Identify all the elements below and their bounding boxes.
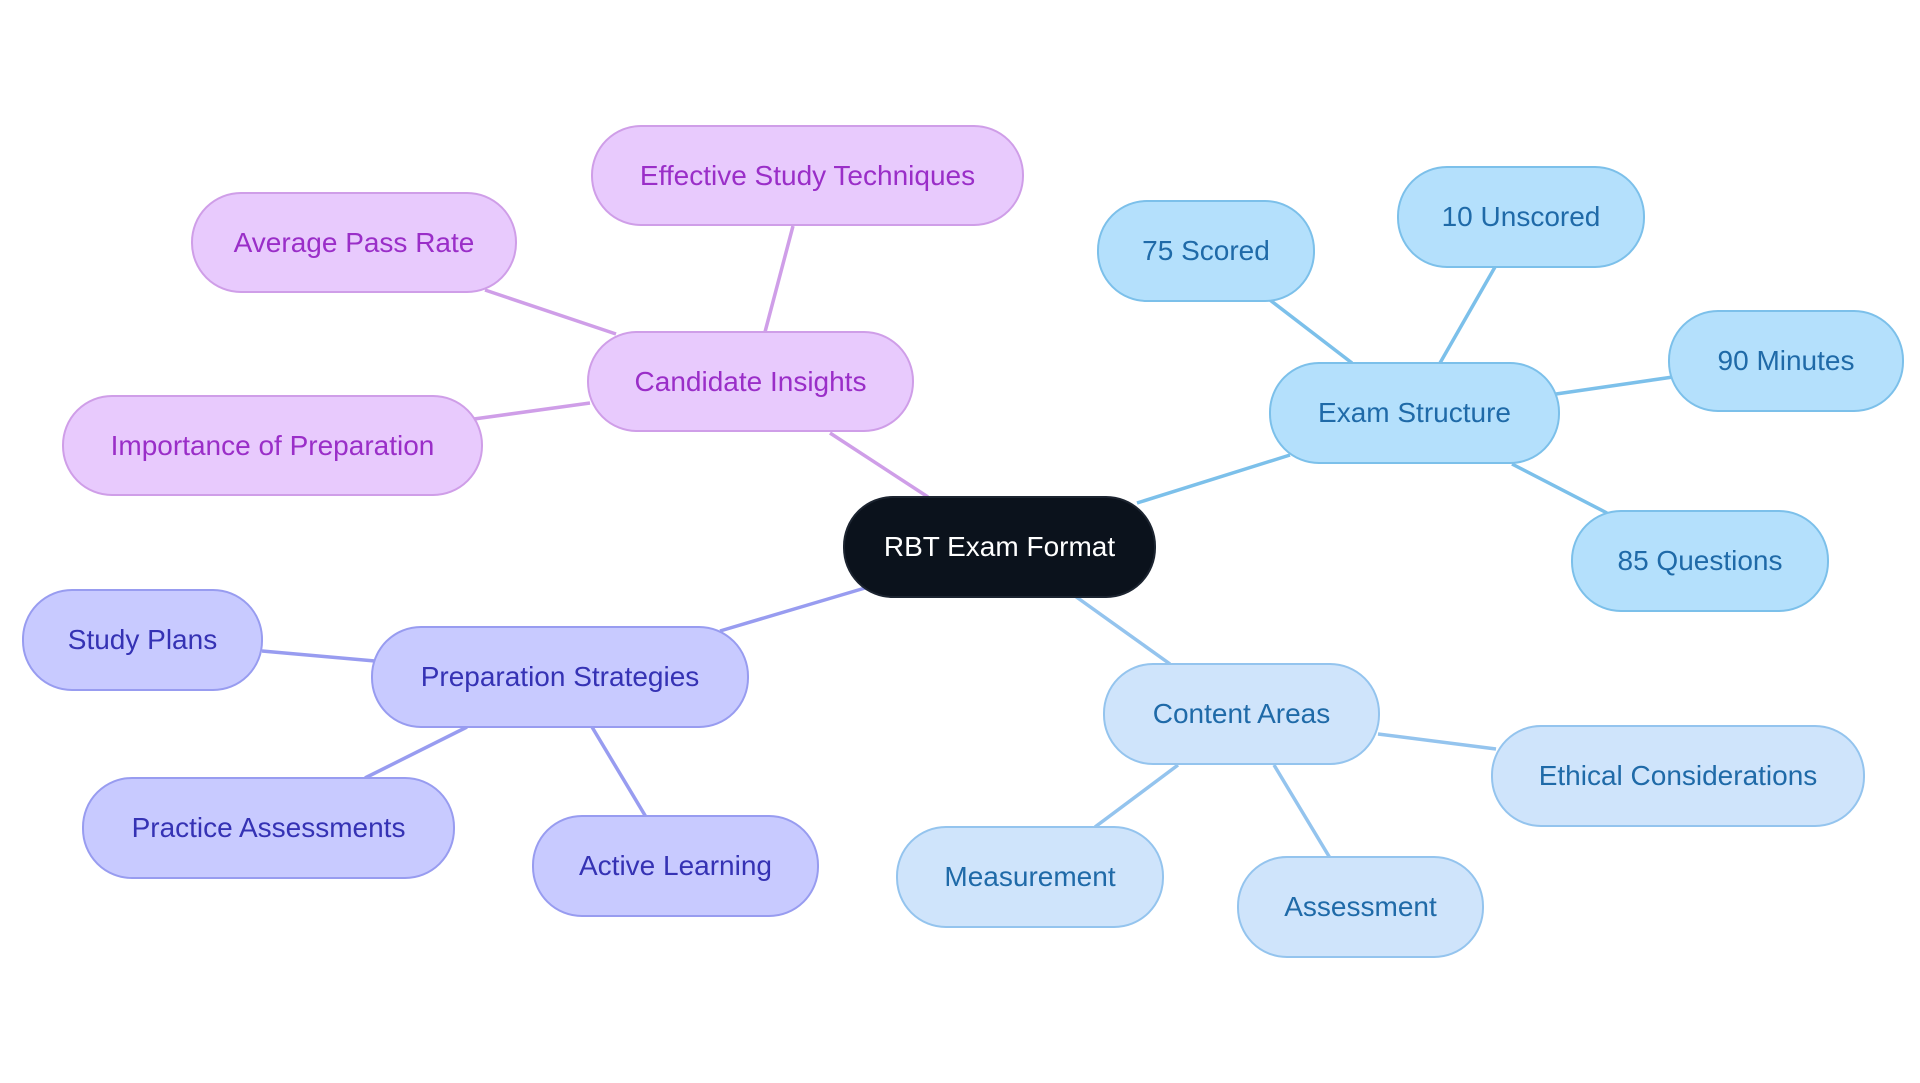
leaf-node-importance-of-preparation[interactable]: Importance of Preparation — [62, 395, 483, 496]
branch-node-candidate-insights[interactable]: Candidate Insights — [587, 331, 914, 432]
leaf-node-10-unscored[interactable]: 10 Unscored — [1397, 166, 1645, 268]
branch-node-label: Exam Structure — [1318, 397, 1511, 428]
branch-node-label: Content Areas — [1152, 698, 1331, 729]
leaf-node-label: 10 Unscored — [1441, 201, 1601, 232]
leaf-node-label: Measurement — [944, 861, 1116, 892]
branch-node-label: Candidate Insights — [634, 365, 867, 397]
edge-exam-10-unscored — [1438, 266, 1497, 364]
leaf-node-85-questions[interactable]: 85 Questions — [1571, 510, 1829, 612]
leaf-node-practice-assessments[interactable]: Practice Assessments — [82, 777, 455, 879]
leaf-node-effective-study-techniques[interactable]: Effective Study Techniques — [591, 125, 1024, 226]
edge-content-ethical — [1377, 732, 1497, 751]
edge-candidate-importance — [473, 401, 591, 421]
branch-node-content-areas[interactable]: Content Areas — [1103, 663, 1380, 765]
edge-candidate-average-pass — [484, 288, 617, 336]
branch-node-label: Preparation Strategies — [420, 661, 700, 692]
leaf-node-label: Average Pass Rate — [233, 226, 475, 258]
edge-center-candidate-insights — [829, 431, 929, 499]
edge-prep-active-learning — [590, 726, 648, 818]
leaf-node-active-learning[interactable]: Active Learning — [532, 815, 819, 917]
leaf-node-ethical-considerations[interactable]: Ethical Considerations — [1491, 725, 1865, 827]
edge-center-exam-structure — [1136, 453, 1291, 505]
edge-content-assessment — [1272, 764, 1332, 859]
branch-node-exam-structure[interactable]: Exam Structure — [1269, 362, 1560, 464]
leaf-node-assessment[interactable]: Assessment — [1237, 856, 1484, 958]
leaf-node-label: Study Plans — [67, 624, 218, 655]
edge-prep-study-plans — [261, 649, 376, 663]
leaf-node-study-plans[interactable]: Study Plans — [22, 589, 263, 691]
edge-center-content-areas — [1073, 594, 1172, 666]
branch-node-preparation-strategies[interactable]: Preparation Strategies — [371, 626, 749, 728]
leaf-node-label: Active Learning — [578, 850, 772, 881]
leaf-node-label: 75 Scored — [1142, 235, 1270, 266]
leaf-node-label: Ethical Considerations — [1538, 760, 1818, 791]
leaf-node-label: Importance of Preparation — [110, 429, 435, 461]
edge-exam-90-minutes — [1555, 375, 1674, 396]
leaf-node-label: 90 Minutes — [1717, 345, 1855, 376]
leaf-node-75-scored[interactable]: 75 Scored — [1097, 200, 1315, 302]
leaf-node-label: 85 Questions — [1617, 545, 1783, 576]
leaf-node-90-minutes[interactable]: 90 Minutes — [1668, 310, 1904, 412]
leaf-node-label: Practice Assessments — [131, 812, 406, 843]
leaf-node-average-pass-rate[interactable]: Average Pass Rate — [191, 192, 517, 293]
edge-center-preparation-strategies — [719, 586, 866, 633]
center-node-label: RBT Exam Format — [883, 531, 1116, 562]
edge-candidate-effective-study — [763, 225, 795, 333]
leaf-node-measurement[interactable]: Measurement — [896, 826, 1164, 928]
edge-content-measurement — [1093, 763, 1180, 829]
edge-exam-75-scored — [1268, 298, 1354, 365]
leaf-node-label: Effective Study Techniques — [639, 159, 976, 191]
edge-prep-practice — [364, 725, 468, 780]
center-node[interactable]: RBT Exam Format — [843, 496, 1156, 598]
leaf-node-label: Assessment — [1284, 891, 1437, 922]
edge-exam-85-questions — [1511, 462, 1608, 515]
